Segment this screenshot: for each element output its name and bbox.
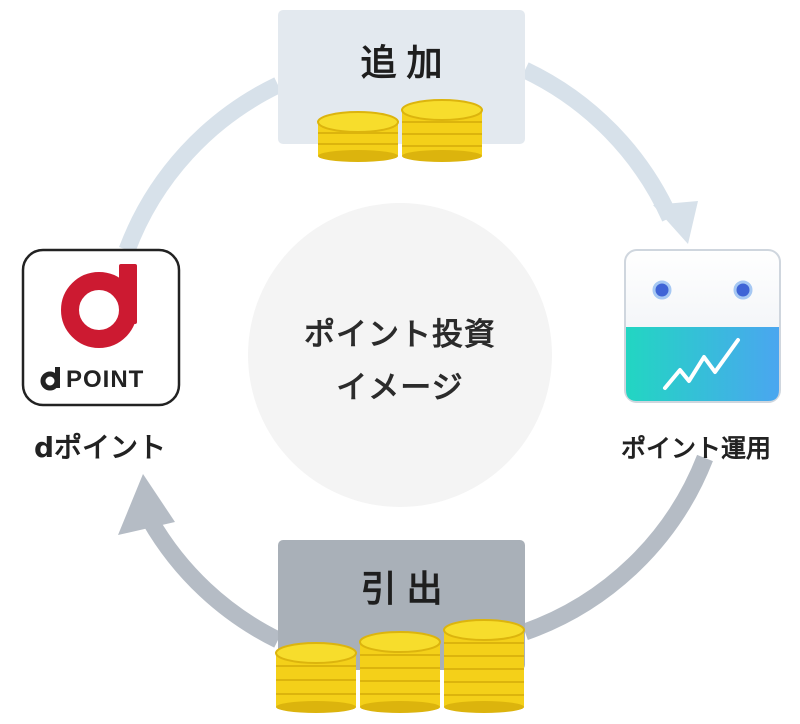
arrow-head-left — [118, 474, 175, 535]
arrow-head-right — [653, 201, 698, 244]
graph-dot-right — [733, 280, 753, 300]
dpoint-caption: dポイント — [33, 431, 167, 464]
arc-top-left — [119, 77, 282, 253]
coin-stack-top-right — [401, 99, 483, 162]
coin-stack-top-left — [317, 111, 399, 162]
coin-stack-bottom-1 — [275, 642, 357, 713]
dpoint-small-d — [40, 367, 60, 391]
arc-bottom-left — [142, 515, 282, 648]
center-text-line2: イメージ — [336, 370, 464, 406]
withdraw-label: 引出 — [360, 569, 453, 610]
graph-app-icon — [624, 249, 781, 403]
coin-stack-bottom-2 — [359, 631, 441, 713]
coin-stack-bottom-3 — [443, 619, 525, 713]
dpoint-logo — [21, 248, 181, 407]
arc-bottom-right — [522, 454, 713, 641]
dpoint-logo-text: POINT — [66, 366, 145, 393]
add-label: 追加 — [360, 43, 453, 84]
arc-top-right — [521, 62, 678, 222]
center-text-line1: ポイント投資 — [304, 317, 496, 353]
graph-trend-line — [663, 338, 740, 390]
point-management-caption: ポイント運用 — [620, 434, 771, 463]
graph-dot-left — [652, 280, 672, 300]
center-circle — [248, 203, 552, 507]
dpoint-d-mark — [61, 264, 137, 348]
